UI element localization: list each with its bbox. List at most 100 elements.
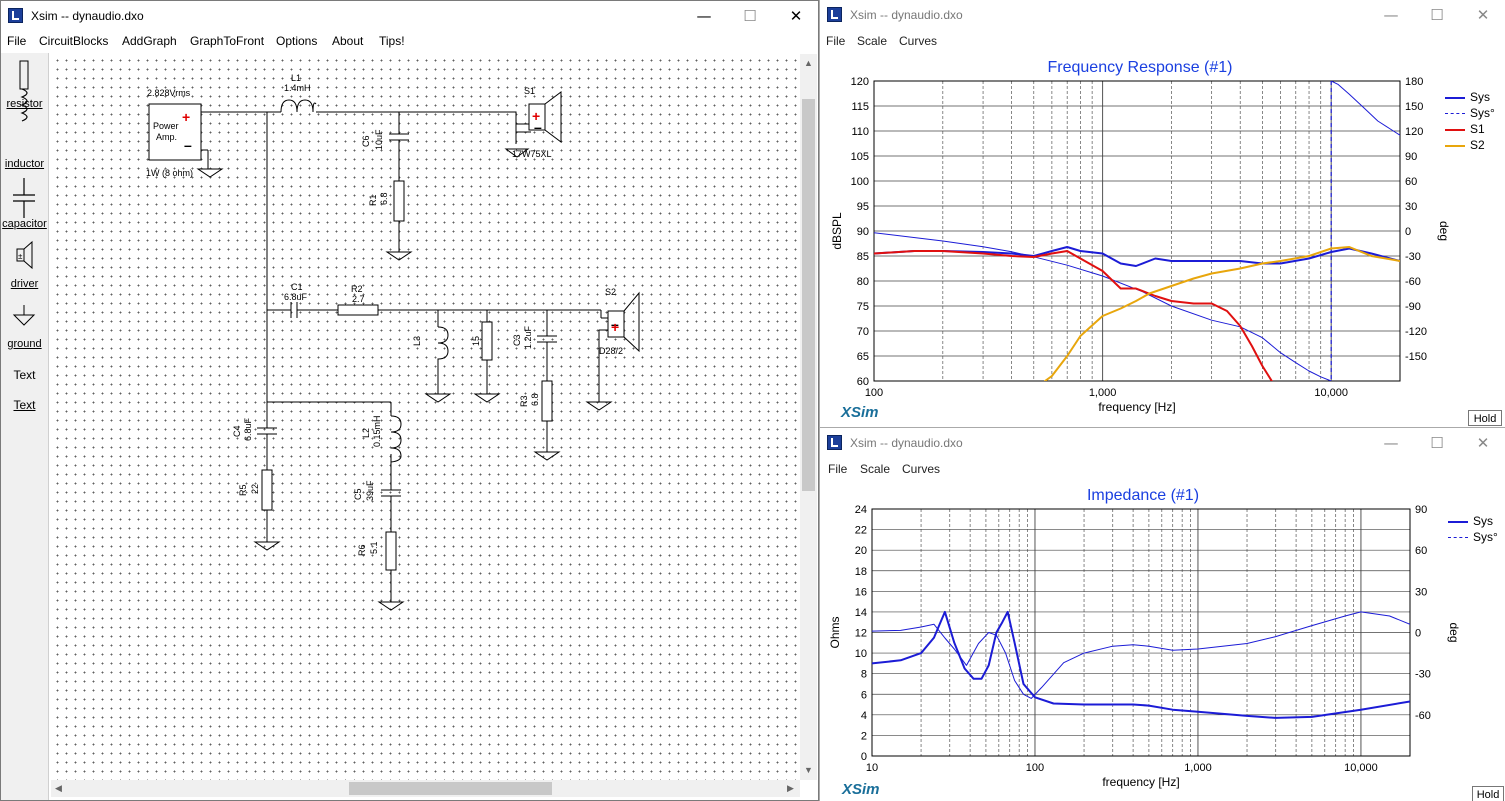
menu-scale[interactable]: Scale — [857, 34, 888, 48]
legend-label-sys: Sys — [1470, 90, 1491, 104]
L1-name: L1 — [291, 73, 301, 83]
close-button[interactable]: ✕ — [789, 7, 803, 25]
menu-curves[interactable]: Curves — [902, 462, 941, 476]
menu-file[interactable]: File — [826, 34, 846, 48]
toolbox-capacitor-label[interactable]: capacitor — [2, 218, 47, 230]
maximize-button[interactable]: ☐ — [1430, 434, 1444, 452]
y-axis-label: Ohms — [828, 616, 842, 648]
xsim-logo: XSim — [842, 781, 880, 798]
C4-value: 6.8uF — [243, 417, 253, 441]
inductor-L1 — [280, 99, 317, 113]
scroll-right-arrow[interactable]: ▶ — [787, 783, 794, 793]
y2-tick-label: 120 — [1405, 126, 1423, 138]
close-button[interactable]: ✕ — [1476, 434, 1490, 452]
menu-curves[interactable]: Curves — [899, 34, 938, 48]
toolbox-ground-label[interactable]: ground — [7, 338, 42, 350]
chart-title: Frequency Response (#1) — [1047, 59, 1233, 76]
schematic-canvas[interactable]: + – + – – + 2.828Vrms Power Amp. 1W (8 o… — [51, 54, 800, 780]
menu-file[interactable]: File — [828, 462, 848, 476]
horizontal-scroll-thumb[interactable] — [349, 782, 552, 795]
menu-file[interactable]: File — [7, 34, 27, 48]
resistor-icon[interactable] — [19, 60, 29, 90]
circuit-window[interactable]: Xsim -- dynaudio.dxo — ☐ ✕ File CircuitB… — [0, 0, 819, 801]
series-line-sys — [872, 610, 1410, 719]
y-tick-label: 14 — [855, 607, 867, 619]
y2-tick-label: -60 — [1405, 276, 1421, 288]
minimize-button[interactable]: — — [1383, 6, 1399, 24]
R1-name: R1 — [368, 194, 378, 206]
title-bar[interactable]: Xsim -- dynaudio.dxo — ☐ ✕ — [820, 428, 1505, 458]
series-line-sys- — [874, 232, 1332, 381]
legend-label-sys-phase: Sys° — [1473, 530, 1498, 544]
toolbox-text-tool[interactable]: Text — [13, 368, 36, 382]
menu-bar: File CircuitBlocks AddGraph GraphToFront… — [1, 31, 818, 52]
title-bar[interactable]: Xsim -- dynaudio.dxo — ☐ ✕ — [820, 0, 1505, 30]
toolbox-icons: ± — [12, 60, 36, 326]
svg-text:+: + — [182, 109, 190, 125]
scroll-up-arrow[interactable]: ▲ — [804, 58, 813, 68]
title-bar[interactable]: Xsim -- dynaudio.dxo — ☐ ✕ — [1, 1, 818, 31]
y-tick-label: 95 — [857, 201, 869, 213]
legend-swatch-sys — [1445, 97, 1465, 99]
inductor-icon[interactable] — [20, 88, 28, 122]
x-tick-label: 1,000 — [1089, 387, 1117, 399]
frequency-response-window[interactable]: Xsim -- dynaudio.dxo — ☐ ✕ File Scale Cu… — [819, 0, 1505, 428]
x-tick-label: 1,000 — [1184, 762, 1212, 774]
menu-options[interactable]: Options — [276, 34, 318, 48]
driver-icon[interactable]: ± — [16, 240, 33, 270]
scroll-down-arrow[interactable]: ▼ — [804, 765, 813, 775]
series-line-s1 — [874, 250, 1273, 381]
menu-tips[interactable]: Tips! — [379, 34, 405, 48]
menu-scale[interactable]: Scale — [860, 462, 891, 476]
horizontal-scrollbar[interactable]: ◀ ▶ — [51, 780, 800, 797]
y2-tick-label: 30 — [1415, 586, 1427, 598]
R1-value: 6.8 — [379, 192, 389, 205]
menu-circuitblocks[interactable]: CircuitBlocks — [39, 34, 109, 48]
x-tick-label: 10,000 — [1344, 762, 1378, 774]
series-line-sys-wrap — [1330, 81, 1400, 136]
menu-bar: File Scale Curves — [820, 458, 1505, 479]
menu-addgraph[interactable]: AddGraph — [122, 34, 177, 48]
S1-model: 17W75XL — [512, 149, 552, 159]
resistor-R6 — [385, 531, 397, 571]
xsim-logo: XSim — [841, 404, 879, 421]
y-tick-label: 22 — [855, 525, 867, 537]
window-title: Xsim -- dynaudio.dxo — [31, 9, 144, 23]
minimize-button[interactable]: — — [696, 7, 712, 25]
C1-value: 6.8uF — [284, 292, 308, 302]
hold-button[interactable]: Hold — [1472, 786, 1504, 801]
menu-graphtofront[interactable]: GraphToFront — [190, 34, 265, 48]
hold-button[interactable]: Hold — [1468, 410, 1502, 426]
maximize-button[interactable]: ☐ — [1430, 6, 1444, 24]
C4-name: C4 — [232, 425, 242, 437]
y2-tick-label: -120 — [1405, 326, 1427, 338]
toolbox-driver-label[interactable]: driver — [10, 278, 39, 290]
scroll-left-arrow[interactable]: ◀ — [55, 783, 62, 793]
amp-power-label: 1W (8 ohm) — [146, 168, 193, 178]
vertical-scroll-thumb[interactable] — [802, 99, 815, 491]
minimize-button[interactable]: — — [1383, 434, 1399, 452]
toolbox-text-link[interactable]: Text — [13, 398, 36, 412]
S2-name: S2 — [605, 287, 616, 297]
vertical-scrollbar[interactable]: ▲ ▼ — [800, 54, 817, 780]
S2-model: D28/2 — [599, 346, 623, 356]
legend-swatch-sys-phase — [1445, 113, 1465, 114]
capacitor-icon[interactable] — [13, 178, 35, 218]
component-toolbox: ± resistor inductor capacitor driver gro… — [1, 53, 49, 800]
impedance-window[interactable]: Xsim -- dynaudio.dxo — ☐ ✕ File Scale Cu… — [819, 428, 1505, 801]
y2-tick-label: 0 — [1405, 226, 1411, 238]
menu-about[interactable]: About — [332, 34, 364, 48]
L2-name: L2 — [361, 428, 371, 438]
toolbox-resistor-label[interactable]: resistor — [6, 98, 43, 110]
y-tick-label: 120 — [851, 76, 869, 88]
y-tick-label: 85 — [857, 251, 869, 263]
R2-value: 2.7 — [352, 294, 365, 304]
ground-icon[interactable] — [12, 305, 36, 326]
y-tick-label: 2 — [861, 730, 867, 742]
toolbox-inductor-label[interactable]: inductor — [4, 158, 45, 170]
y-tick-label: 4 — [861, 710, 867, 722]
close-button[interactable]: ✕ — [1476, 6, 1490, 24]
maximize-button[interactable]: ☐ — [743, 7, 757, 25]
y2-tick-label: 90 — [1415, 504, 1427, 516]
legend-swatch-sys-phase — [1448, 537, 1468, 538]
